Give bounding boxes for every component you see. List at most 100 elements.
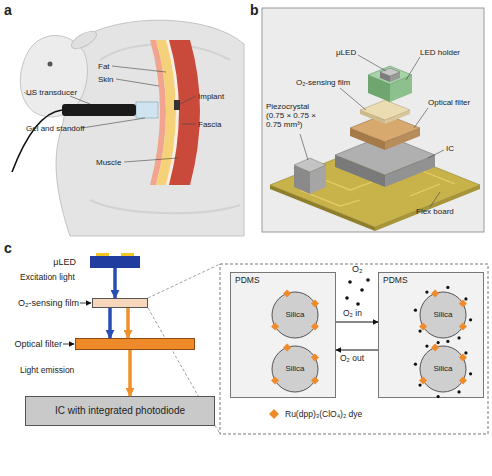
dye-molecule — [459, 354, 467, 362]
edge-label: O₂ in — [343, 309, 362, 318]
leader-line — [300, 134, 308, 160]
oxygen-molecule — [356, 302, 360, 306]
silica-particle: Silica — [419, 345, 467, 393]
silica-circle — [272, 292, 318, 338]
part-label: Piezocrystal (0.75 × 0.75 × 0.75 mm³) — [266, 102, 328, 130]
legend-swatch — [268, 408, 280, 420]
part-label: IC — [446, 144, 454, 153]
sensing-film: O₂-sensing film — [92, 298, 148, 308]
node-label: Silica — [419, 345, 467, 393]
oxygen-molecule — [437, 341, 440, 344]
node-label: Optical filter — [14, 339, 62, 349]
part-label: Fascia — [198, 120, 222, 129]
panel-letter: b — [250, 2, 259, 18]
contact-pad — [121, 253, 134, 256]
edge-label: O₂ out — [340, 354, 364, 363]
oxygen-molecule — [366, 278, 370, 282]
dye-molecule — [419, 323, 427, 331]
leader-line — [124, 158, 178, 162]
part-label: Implant — [198, 92, 224, 101]
dye-molecule — [459, 300, 467, 308]
leader-line — [182, 124, 196, 125]
diffusion-arrow — [336, 321, 378, 322]
oxygen-molecule — [418, 383, 421, 386]
leader-line — [414, 108, 428, 128]
silica-particle: Silica — [271, 291, 319, 339]
leader-line — [340, 88, 366, 110]
pointer-arrow — [63, 344, 74, 345]
part-label: US transducer — [26, 88, 77, 97]
part-label: Muscle — [96, 158, 121, 167]
oxygen-molecule — [469, 372, 472, 375]
oxygen-molecule — [348, 280, 352, 284]
gel-standoff — [136, 102, 158, 118]
leader-line — [116, 79, 159, 86]
leader-line — [406, 57, 420, 80]
implant-symbol — [174, 100, 180, 110]
muscle-layer — [169, 40, 200, 185]
dye-molecule — [283, 343, 291, 351]
panel-letter: a — [4, 2, 12, 18]
oxygen-molecule — [446, 340, 449, 343]
oxygen-molecule — [464, 351, 467, 354]
oxygen-molecule — [418, 329, 421, 332]
diffusion-arrow — [336, 349, 378, 350]
dye-molecule — [419, 377, 427, 385]
part-label: O₂-sensing film — [296, 78, 350, 87]
node-label: Silica — [419, 291, 467, 339]
part-label: μLED — [336, 48, 356, 57]
node-label: PDMS — [235, 276, 260, 286]
light-arrow — [128, 350, 132, 396]
oxygen-molecule — [464, 297, 467, 300]
oxygen-molecule — [469, 318, 472, 321]
wool-shading — [90, 200, 240, 213]
dye-molecule — [271, 323, 279, 331]
leader-line — [180, 96, 196, 104]
led-holder — [368, 66, 412, 84]
silica-circle — [420, 292, 466, 338]
sheep-eye — [48, 62, 53, 67]
node-label: IC with integrated photodiode — [26, 397, 214, 425]
inset-frame — [220, 264, 488, 434]
node-label: μLED — [53, 257, 76, 267]
ic-box: IC with integrated photodiode — [25, 396, 215, 426]
silica-particle: Silica — [419, 291, 467, 339]
light-arrow — [113, 268, 117, 298]
node-label: Silica — [271, 291, 319, 339]
pdms-panel: PDMSSilicaSilica — [230, 272, 336, 398]
leader-line — [358, 55, 386, 71]
panel-background — [262, 8, 484, 232]
ultrasound-probe — [62, 104, 136, 116]
legend-entry: Ru(dpp)₃(ClO₄)₂ dye — [268, 408, 362, 420]
sensing-film — [360, 100, 410, 120]
leader-line — [70, 96, 90, 104]
oxygen-molecule — [437, 395, 440, 398]
leader-line — [430, 192, 440, 207]
node-label: O₂-sensing film — [18, 298, 79, 308]
led-chip: μLED — [90, 256, 140, 268]
sheep-ear — [69, 28, 99, 52]
dye-molecule — [311, 377, 319, 385]
dye-molecule — [311, 323, 319, 331]
oxygen-molecule — [360, 288, 364, 292]
light-arrow — [108, 308, 112, 338]
dye-molecule — [459, 377, 467, 385]
node-label: Silica — [271, 345, 319, 393]
pdms-panel: PDMSSilicaSilica — [378, 272, 484, 398]
part-label: LED holder — [420, 48, 460, 57]
dye-molecule — [431, 343, 439, 351]
dye-molecule — [283, 289, 291, 297]
contact-pad — [96, 253, 109, 256]
part-label: Flex board — [416, 207, 454, 216]
part-label: Optical filter — [428, 98, 470, 107]
edge-label: Light emission — [20, 366, 74, 375]
oxygen-molecule — [457, 390, 460, 393]
silica-circle — [272, 346, 318, 392]
dye-molecule — [459, 323, 467, 331]
panel-letter: c — [4, 240, 12, 256]
piezocrystal — [294, 158, 326, 172]
dye-molecule — [431, 289, 439, 297]
oxygen-molecule — [345, 296, 349, 300]
silica-particle: Silica — [271, 345, 319, 393]
oxygen-molecule — [414, 309, 417, 312]
